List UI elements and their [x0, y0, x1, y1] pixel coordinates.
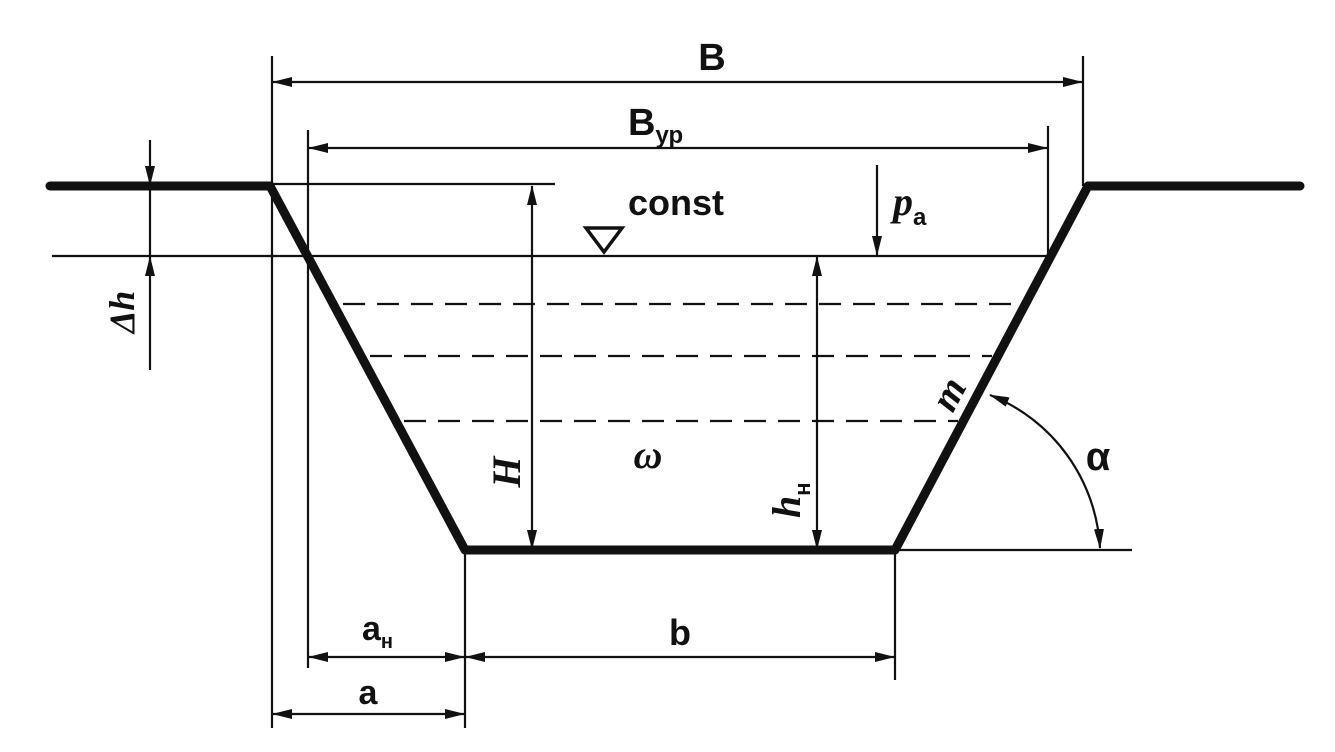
label-const: const: [628, 182, 724, 223]
label-a-normal: aн: [362, 610, 393, 653]
channel-profile: [265, 181, 1093, 555]
label-delta-h: Δh: [102, 291, 142, 336]
label-h-normal: hн: [764, 482, 815, 518]
label-alpha: α: [1086, 435, 1111, 479]
label-pressure: pa: [890, 179, 927, 231]
label-H: H: [484, 455, 529, 489]
label-B: B: [698, 37, 725, 79]
label-a: a: [359, 674, 379, 712]
angle-arc: [989, 393, 1104, 549]
triangle-down-icon: [582, 226, 626, 255]
label-b: b: [669, 612, 691, 653]
label-omega: ω: [634, 432, 663, 477]
label-B-level: Bур: [628, 102, 683, 149]
